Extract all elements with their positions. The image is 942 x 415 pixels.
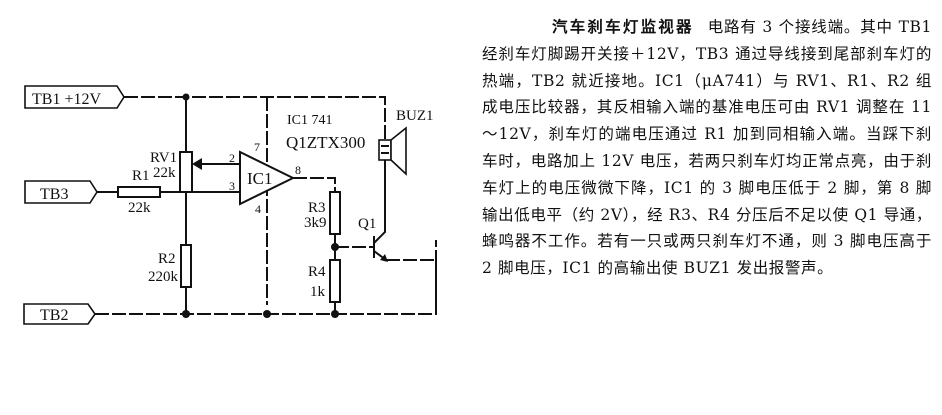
junction-dot — [331, 243, 339, 251]
rv1-ref: RV1 — [150, 150, 177, 166]
terminal-tb2: TB2 — [23, 303, 96, 325]
r2-value: 220k — [148, 269, 179, 285]
rv1-resistor — [179, 151, 193, 193]
ground-rail-wire — [95, 240, 437, 315]
terminal-tb3-label: TB3 — [40, 186, 68, 203]
r1-resistor — [117, 186, 161, 198]
rv1-value: 22k — [153, 165, 176, 181]
r1-value: 22k — [128, 200, 151, 216]
pin-4-label: 4 — [255, 202, 261, 216]
ic1-output-wire — [293, 177, 336, 192]
r3-value: 3k9 — [304, 215, 327, 231]
q1-emitter-wire — [386, 259, 437, 314]
r4-resistor — [329, 259, 341, 303]
q1-part-label: Q1ZTX300 — [286, 133, 365, 152]
r3-ref: R3 — [308, 200, 326, 216]
terminal-tb1: TB1 +12V — [24, 85, 125, 109]
circuit-description: 汽车刹车灯监视器电路有 3 个接线端。其中 TB1 经刹车灯脚踢开关接＋12V，… — [482, 14, 932, 282]
q1-collector-wire — [373, 160, 386, 244]
r2-ref: R2 — [158, 251, 176, 267]
rv1-wiper-arrow-icon — [192, 158, 202, 170]
circuit-schematic: TB1 +12V TB3 TB2 RV1 22k R1 22k R2 220k … — [23, 85, 437, 325]
pin-7-label: 7 — [254, 140, 260, 154]
ic1-opamp — [239, 150, 296, 206]
description-paragraph: 汽车刹车灯监视器电路有 3 个接线端。其中 TB1 经刹车灯脚踢开关接＋12V，… — [482, 14, 932, 282]
buz1-ref: BUZ1 — [396, 108, 434, 124]
junction-dot — [331, 310, 339, 318]
buzzer-icon — [378, 126, 407, 176]
terminal-tb2-label: TB2 — [40, 307, 68, 324]
terminal-tb3: TB3 — [24, 180, 98, 204]
r3-resistor — [329, 191, 341, 235]
junction-dot — [263, 310, 271, 318]
junction-dot — [182, 93, 190, 101]
pin-8-label: 8 — [295, 163, 301, 177]
pin-3-label: 3 — [229, 179, 235, 193]
r4-ref: R4 — [308, 264, 326, 280]
q1-ref: Q1 — [358, 216, 376, 232]
ic1-part-label: IC1 741 — [287, 113, 333, 128]
r1-ref: R1 — [132, 168, 150, 184]
pin-2-label: 2 — [229, 151, 235, 165]
supply-rail-wire — [124, 96, 386, 140]
ic1-ref: IC1 — [247, 169, 273, 188]
r2-resistor — [180, 244, 192, 288]
description-title: 汽车刹车灯监视器 — [552, 17, 694, 36]
description-body: 电路有 3 个接线端。其中 TB1 经刹车灯脚踢开关接＋12V，TB3 通过导线… — [482, 18, 932, 278]
terminal-tb1-label: TB1 +12V — [32, 91, 101, 108]
junction-dot — [182, 310, 190, 318]
r4-value: 1k — [310, 284, 326, 300]
